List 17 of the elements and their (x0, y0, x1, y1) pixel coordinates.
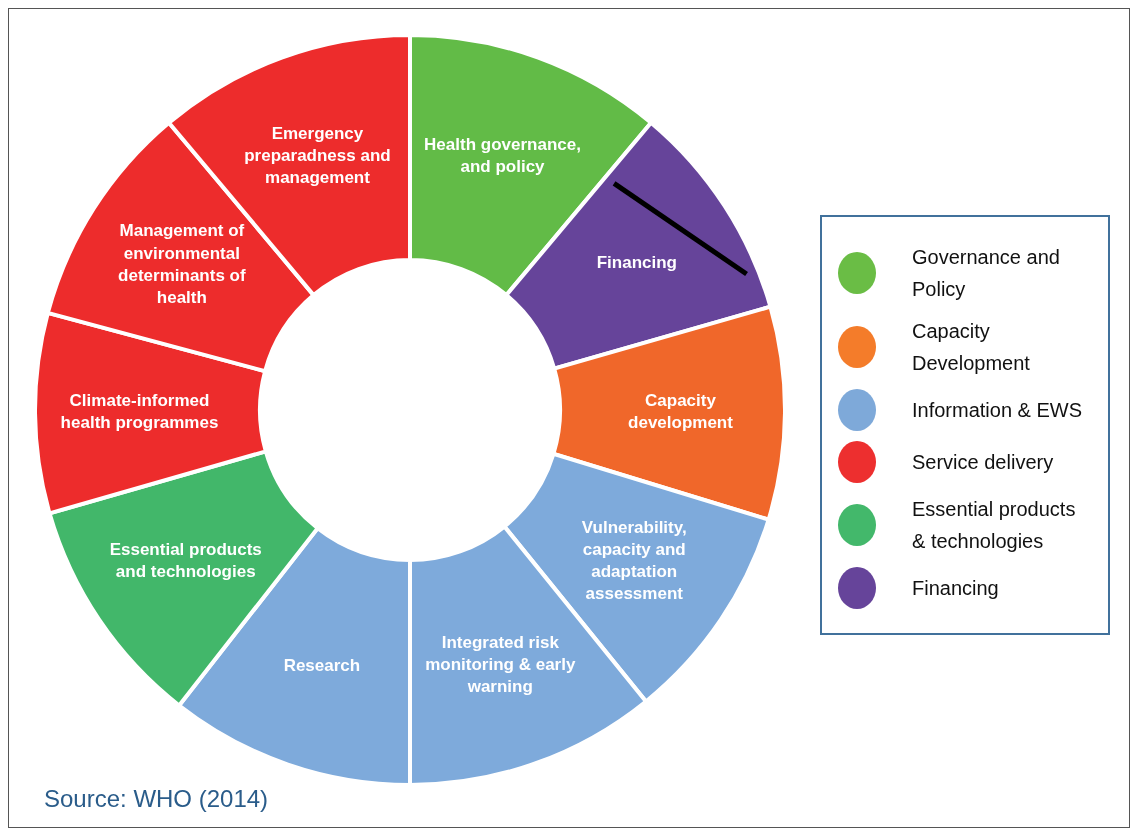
segment-label: Management of environmental determinants of health (117, 220, 247, 309)
legend-label: Information & EWS (912, 398, 1083, 423)
segment-label: Research (283, 654, 361, 677)
segment-label: Capacity development (627, 390, 734, 435)
segment-label: Financing (596, 251, 677, 274)
source-caption: Source: WHO (2014) (44, 785, 269, 813)
legend-label: Capacity Development (912, 319, 1031, 376)
legend-label: Governance and Policy (912, 245, 1061, 302)
segment-label: Essential products and technologies (108, 539, 263, 584)
segment-label: Emergency preparadness and management (243, 122, 392, 189)
legend-label: Service delivery (912, 450, 1054, 475)
legend-label: Essential products & technologies (912, 497, 1077, 554)
segment-label: Climate-informed health programmes (59, 390, 220, 435)
segment-label: Health governance, and policy (423, 133, 582, 178)
segment-label: Vulnerability, capacity and adaptation assessment (580, 517, 688, 606)
legend-label: Financing (912, 576, 999, 601)
segment-label: Integrated risk monitoring & early warning (424, 631, 577, 699)
